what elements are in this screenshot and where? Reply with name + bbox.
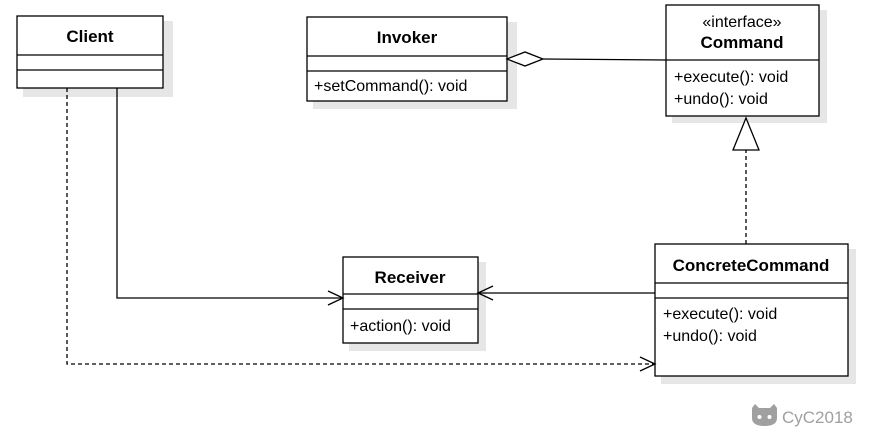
open-arrow-icon <box>639 356 657 372</box>
class-concrete-command: ConcreteCommand +execute(): void +undo()… <box>654 243 856 384</box>
watermark-text: CyC2018 <box>782 408 853 427</box>
concrete-command-member: +execute(): void <box>663 306 777 323</box>
watermark: CyC2018 <box>752 404 853 427</box>
class-command-name: Command <box>700 33 783 52</box>
class-invoker: Invoker +setCommand(): void <box>306 16 517 109</box>
class-invoker-name: Invoker <box>377 28 438 47</box>
command-member: +undo(): void <box>674 91 768 108</box>
github-cat-icon <box>752 404 777 426</box>
class-receiver-name: Receiver <box>375 268 446 287</box>
class-receiver: Receiver +action(): void <box>342 256 486 351</box>
realization-triangle-icon <box>732 116 760 151</box>
aggregation-diamond-icon <box>505 51 545 67</box>
command-stereotype: «interface» <box>702 14 781 31</box>
class-client: Client <box>16 15 173 97</box>
open-arrow-icon <box>476 285 494 301</box>
invoker-member: +setCommand(): void <box>314 78 467 95</box>
class-concrete-command-name: ConcreteCommand <box>673 256 830 275</box>
realization-concrete-command-to-command <box>732 116 760 244</box>
class-client-name: Client <box>66 27 114 46</box>
association-concrete-command-receiver <box>476 285 655 301</box>
receiver-member: +action(): void <box>350 318 451 335</box>
association-client-receiver <box>116 88 345 306</box>
command-member: +execute(): void <box>674 69 788 86</box>
open-arrow-icon <box>327 290 345 306</box>
interface-command: «interface» Command +execute(): void +un… <box>665 4 827 123</box>
aggregation-invoker-command <box>505 51 667 67</box>
dependency-client-concrete-command <box>66 88 657 372</box>
concrete-command-member: +undo(): void <box>663 328 757 345</box>
